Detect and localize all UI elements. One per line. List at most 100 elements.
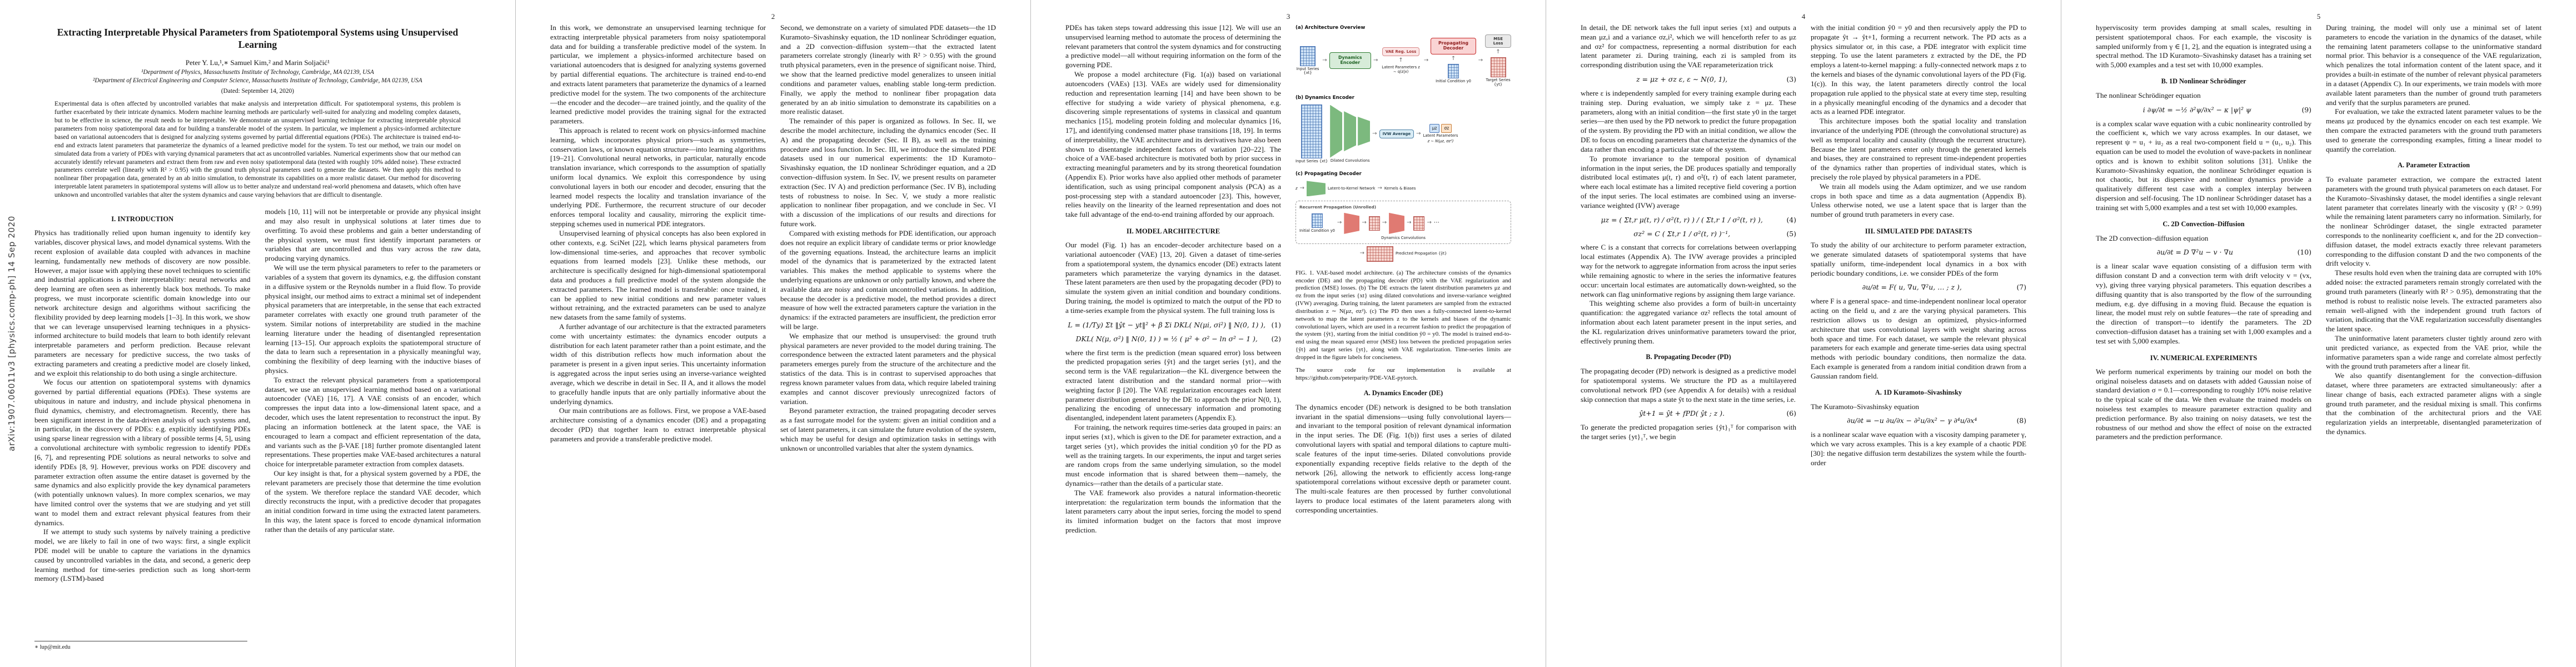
- page-number: 2: [771, 12, 775, 21]
- recurrent-propagation-label: Recurrent Propagation (Unrolled): [1299, 205, 1377, 210]
- predicted-propagation-label: Predicted Propagation {ŷt}: [1396, 251, 1447, 256]
- paper-header: Extracting Interpretable Physical Parame…: [34, 23, 481, 207]
- equation-number: (1): [1271, 320, 1281, 329]
- fig1-panel-a-row: Input Series {xt} → Dynamics Encoder → V…: [1296, 34, 1511, 87]
- initial-condition-label: Initial Condition y0: [1436, 78, 1471, 83]
- subsection-heading: B. Propagating Decoder (PD): [1646, 353, 1731, 361]
- state-icon: [1368, 216, 1380, 231]
- paragraph: is a linear scalar wave equation consist…: [2096, 262, 2311, 345]
- paragraph: Our main contributions are as follows. F…: [550, 406, 766, 443]
- equation-body: DKL( N(μ, σ²) ‖ N(0, 1) ) = ½ ( μ² + σ² …: [1075, 334, 1258, 343]
- latent-to-kernel-label: Latent-to-Kernel Network: [1327, 186, 1376, 191]
- arrow-right-icon: →: [1337, 220, 1342, 226]
- arrow-right-icon: →: [1322, 57, 1327, 63]
- initial-condition-label: Initial Condition y0: [1299, 228, 1335, 233]
- subsection-heading: A. 1D Kuramoto–Sivashinsky: [1875, 388, 1962, 396]
- equation: i ∂ψ/∂t = −½ ∂²ψ/∂x² − κ |ψ|² ψ (9): [2096, 106, 2311, 115]
- paragraph: To promote invariance to the temporal po…: [1581, 154, 1796, 210]
- latent-parameters-label: Latent Parameters z ∼ q(z|x): [1382, 64, 1420, 74]
- equation-body: i ∂ψ/∂t = −½ ∂²ψ/∂x² − κ |ψ|² ψ: [2142, 105, 2251, 114]
- footnote-email[interactable]: ∗ lup@mit.edu: [34, 641, 247, 650]
- paragraph: with the initial condition ŷ0 = y0 and t…: [1811, 23, 2026, 116]
- paragraph: The uninformative latent parameters clus…: [2326, 334, 2542, 371]
- paragraph: For evaluation, we take the extracted la…: [2326, 107, 2542, 153]
- paragraph: We focus our attention on spatiotemporal…: [34, 378, 251, 527]
- paragraph: where C is a constant that corrects for …: [1581, 243, 1796, 298]
- page3-column-2-blocks: FIG. 1. VAE-based model architecture. (a…: [1296, 270, 1511, 515]
- page-5: 5 hyperviscosity term provides damping a…: [2061, 0, 2576, 667]
- page3-column-1: PDEs has taken steps toward addressing t…: [1065, 23, 1281, 648]
- equation: ∂u/∂t = D ∇²u − v · ∇u(10): [2096, 248, 2311, 257]
- section-heading: II. MODEL ARCHITECTURE: [1126, 227, 1220, 236]
- paragraph: models [10, 11] will not be interpretabl…: [265, 207, 481, 263]
- source-code-note[interactable]: The source code for our implementation i…: [1296, 366, 1511, 381]
- section-heading: IV. NUMERICAL EXPERIMENTS: [2150, 354, 2258, 362]
- page3-columns: PDEs has taken steps toward addressing t…: [1065, 23, 1511, 648]
- paragraph: is a nonlinear scalar wave equation with…: [1811, 430, 2026, 467]
- equation: μz = ( Σt,r μ(t, r) / σ²(t, r) ) / ( Σt,…: [1581, 216, 1796, 225]
- paragraph: We emphasize that our method is unsuperv…: [780, 331, 996, 406]
- paragraph: During training, the model will only use…: [2326, 23, 2542, 107]
- equation-number: (4): [1786, 215, 1796, 224]
- affiliation-2: ²Department of Electrical Engineering an…: [93, 77, 422, 84]
- paper-title: Extracting Interpretable Physical Parame…: [57, 27, 459, 50]
- arrow-right-icon: →: [1299, 185, 1304, 192]
- ivw-average-box: IVW Average: [1379, 130, 1414, 139]
- paragraph: In detail, the DE network takes the full…: [1581, 23, 1796, 69]
- target-series-icon: [1490, 57, 1506, 77]
- paragraph: A further advantage of our architecture …: [550, 322, 766, 406]
- z-label: z: [1296, 186, 1298, 191]
- paragraph: For training, the network requires time-…: [1065, 423, 1281, 487]
- conv-layer-shape: [1358, 117, 1371, 146]
- section-heading: I. INTRODUCTION: [111, 215, 174, 223]
- fig1-panel-a-label: (a) Architecture Overview: [1296, 25, 1366, 31]
- equation: DKL( N(μ, σ²) ‖ N(0, 1) ) = ½ ( μ² + σ² …: [1065, 335, 1281, 344]
- mse-block: MSE Loss ↑ Target Series {yt}: [1485, 34, 1511, 87]
- initial-condition-icon: [1448, 63, 1459, 78]
- propagating-decoder-box: Propagating Decoder: [1431, 38, 1476, 54]
- arrow-up-icon: ↑: [1398, 57, 1403, 64]
- equation: ∂u/∂t = −u ∂u/∂x − ∂²u/∂x² − γ ∂⁴u/∂x⁴(8…: [1811, 416, 2026, 425]
- paragraph: Second, we demonstrate on a variety of s…: [780, 23, 996, 116]
- equation-body: z = μz + σz ε, ε ∼ N(0, 1),: [1636, 75, 1728, 84]
- paragraph: We propose a model architecture (Fig. 1(…: [1065, 70, 1281, 219]
- input-series-icon: [1301, 104, 1323, 158]
- subsection-heading: A. Dynamics Encoder (DE): [1363, 389, 1443, 397]
- equation: σz² = C ( Σt,r 1 / σ²(t, r) )⁻¹,(5): [1581, 230, 1796, 238]
- equation: z = μz + σz ε, ε ∼ N(0, 1),(3): [1581, 75, 1796, 84]
- paragraph: To study the ability of our architecture…: [1811, 241, 2026, 277]
- paragraph: The nonlinear Schrödinger equation: [2096, 91, 2201, 99]
- subsection-heading: A. Parameter Extraction: [2398, 161, 2470, 170]
- page2-column-2: Second, we demonstrate on a variety of s…: [780, 23, 996, 648]
- paragraph: where F is a general space- and time-ind…: [1811, 297, 2026, 380]
- latent-block: VAE Reg. Loss ↑ Latent Parameters z ∼ q(…: [1380, 47, 1422, 74]
- paragraph: Compared with existing methods for PDE i…: [780, 228, 996, 331]
- paper-date: (Dated: September 14, 2020): [221, 87, 295, 94]
- paragraph: The 2D convection–diffusion equation: [2096, 233, 2209, 242]
- page5-column-1: hyperviscosity term provides damping at …: [2096, 23, 2311, 648]
- input-series-icon: [1300, 46, 1316, 66]
- dilated-convolutions-label: Dilated Convolutions: [1330, 158, 1370, 163]
- equation-number: (8): [2016, 416, 2026, 425]
- latent-to-kernel-row: z → Latent-to-Kernel Network → Kernels &…: [1296, 181, 1511, 197]
- arrow-right-icon: →: [1416, 130, 1421, 137]
- subsection-heading: B. 1D Nonlinear Schrödinger: [2161, 77, 2246, 86]
- input-series-label: Input Series {xt}: [1296, 66, 1319, 76]
- equation-number: (9): [2301, 105, 2311, 114]
- page-number: 4: [1801, 12, 1806, 21]
- page-1: arXiv:1907.06011v3 [physics.comp-ph] 14 …: [0, 0, 515, 667]
- paragraph: The Kuramoto–Sivashinsky equation: [1811, 402, 1919, 411]
- latent-chips: μz σz: [1429, 124, 1452, 133]
- paragraph: To generate the predicted propagation se…: [1581, 423, 1796, 441]
- equation: ŷt+1 = ŷt + fPD( ŷt ; z ).(6): [1581, 409, 1796, 418]
- fig1-panel-b-label: (b) Dynamics Encoder: [1296, 94, 1354, 101]
- dynamics-convolutions-label: Dynamics Convolutions: [1381, 235, 1426, 240]
- paragraph: Our key insight is that, for a physical …: [265, 469, 481, 534]
- latent-sample-label: z ∼ N(μz, σz²): [1427, 138, 1454, 143]
- fig1-panel-a: (a) Architecture Overview Input Series {…: [1296, 25, 1511, 87]
- sigma-chip: σz: [1441, 124, 1452, 133]
- equation-number: (2): [1271, 334, 1281, 343]
- mu-chip: μz: [1429, 124, 1440, 133]
- figure-1: (a) Architecture Overview Input Series {…: [1296, 25, 1511, 262]
